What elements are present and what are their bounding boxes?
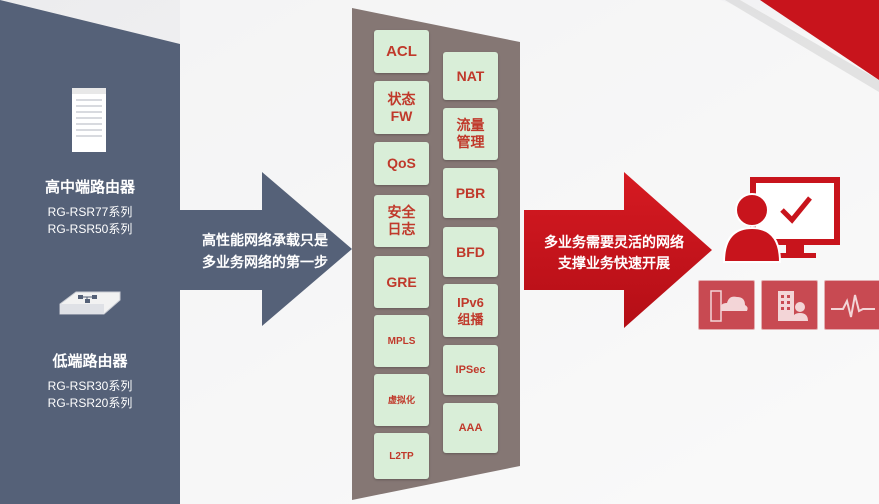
user-monitor-icon <box>722 177 840 263</box>
feature-box-ipv6-multicast: IPv6 组播 <box>443 284 498 337</box>
router-icon <box>59 291 121 315</box>
feature-box-bfd: BFD <box>443 227 498 277</box>
building-user-icon <box>778 291 808 321</box>
left-arrow-line: 高性能网络承载只是 <box>202 232 328 248</box>
feature-box-stateful-fw: 状态 FW <box>374 81 429 134</box>
low-end-model: RG-RSR20系列 <box>47 396 133 410</box>
feature-box-l2tp: L2TP <box>374 433 429 479</box>
server-icon <box>72 88 106 152</box>
right-arrow-line: 支撑业务快速开展 <box>558 255 670 271</box>
monitor-tile <box>824 280 879 330</box>
corner-red-accent <box>760 0 879 80</box>
high-end-title: 高中端路由器 <box>44 179 135 196</box>
feature-column: ACL 状态 FW QoS 安全 日志 GRE MPLS 虚拟化 L2TP NA… <box>352 0 532 504</box>
feature-box-mpls: MPLS <box>374 315 429 367</box>
feature-box-gre: GRE <box>374 256 429 308</box>
router-panel-bg <box>0 0 180 504</box>
low-end-title: 低端路由器 <box>52 353 128 370</box>
feature-box-security-log: 安全 日志 <box>374 195 429 247</box>
left-arrow <box>180 172 352 326</box>
cloud-tile <box>698 280 755 330</box>
high-end-model: RG-RSR50系列 <box>47 222 133 236</box>
feature-box-acl: ACL <box>374 30 429 73</box>
cloud-server-icon <box>710 290 748 322</box>
right-arrow <box>524 172 712 328</box>
feature-box-ipsec: IPSec <box>443 345 498 395</box>
feature-box-pbr: PBR <box>443 168 498 218</box>
low-end-model: RG-RSR30系列 <box>47 379 133 393</box>
building-tile <box>761 280 818 330</box>
feature-box-aaa: AAA <box>443 403 498 453</box>
left-arrow-line: 多业务网络的第一步 <box>202 254 328 270</box>
feature-box-qos: QoS <box>374 142 429 185</box>
heartbeat-icon <box>831 294 875 318</box>
feature-column-bg <box>352 8 520 500</box>
feature-box-nat: NAT <box>443 52 498 100</box>
feature-box-traffic-mgmt: 流量 管理 <box>443 108 498 160</box>
high-end-model: RG-RSR77系列 <box>47 205 133 219</box>
right-arrow-line: 多业务需要灵活的网络 <box>544 234 684 250</box>
feature-box-virtualization: 虚拟化 <box>374 374 429 426</box>
router-panel: 高中端路由器 RG-RSR77系列 RG-RSR50系列 低端路由器 RG-RS… <box>0 0 180 504</box>
